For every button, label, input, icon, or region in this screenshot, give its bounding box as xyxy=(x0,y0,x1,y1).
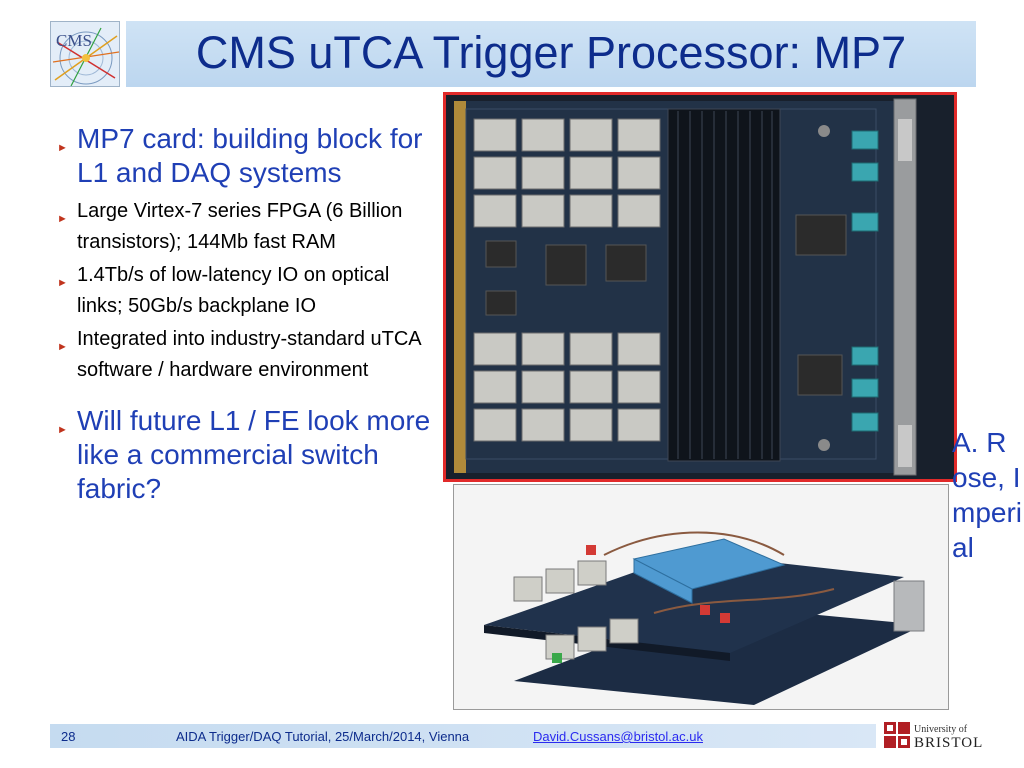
bristol-crest-icon xyxy=(884,722,910,748)
cms-logo: CMS xyxy=(50,21,120,87)
bullet-text: 1.4Tb/s of low-latency IO on optical lin… xyxy=(77,264,390,317)
footer-email-link[interactable]: David.Cussans@bristol.ac.uk xyxy=(533,729,703,744)
university-logo-line2: BRISTOL xyxy=(914,735,984,751)
mp7-board-side-photo xyxy=(453,484,949,710)
bullet-list: ► MP7 card: building block for L1 and DAQ… xyxy=(55,122,440,512)
bullet-item: ► Large Virtex-7 series FPGA (6 Billion t… xyxy=(55,196,440,258)
mp7-board-top-photo xyxy=(443,92,957,482)
university-logo: University of BRISTOL xyxy=(884,722,982,752)
red-clips xyxy=(586,545,730,623)
bullet-text: MP7 card: building block for L1 and DAQ … xyxy=(77,123,423,188)
bullet-item: ► Integrated into industry-standard uTCA … xyxy=(55,324,440,386)
bullet-text: Integrated into industry-standard uTCA s… xyxy=(77,328,421,381)
optical-modules-side xyxy=(513,560,639,660)
bullet-marker-icon: ► xyxy=(57,277,68,289)
optical-module-grid-top xyxy=(473,118,661,228)
page-number: 28 xyxy=(61,729,76,744)
heatsink-blue xyxy=(632,538,786,604)
bullet-item: ► MP7 card: building block for L1 and DAQ… xyxy=(55,122,440,190)
footer-text: AIDA Trigger/DAQ Tutorial, 25/March/2014… xyxy=(176,729,470,744)
university-logo-line1: University of xyxy=(914,724,968,735)
bullet-marker-icon: ► xyxy=(57,424,68,436)
bullet-marker-icon: ► xyxy=(57,213,68,225)
bullet-text: Will future L1 / FE look more like a com… xyxy=(77,405,431,504)
connectors xyxy=(851,130,879,432)
chips xyxy=(485,214,847,396)
optical-module-grid-bottom xyxy=(473,332,661,442)
bullet-item: ► 1.4Tb/s of low-latency IO on optical li… xyxy=(55,260,440,322)
bullet-item: ► Will future L1 / FE look more like a co… xyxy=(55,404,440,506)
bullet-marker-icon: ► xyxy=(57,341,68,353)
cms-logo-text: CMS xyxy=(56,31,92,50)
title-bar: CMS uTCA Trigger Processor: MP7 xyxy=(126,21,976,87)
photo-credit: A. Rose, Imperial xyxy=(952,427,1023,563)
slide-title: CMS uTCA Trigger Processor: MP7 xyxy=(195,27,907,78)
heatsink xyxy=(667,108,781,462)
bullet-text: Large Virtex-7 series FPGA (6 Billion tr… xyxy=(77,200,403,253)
bullet-marker-icon: ► xyxy=(57,142,68,154)
footer-bar xyxy=(50,724,876,748)
